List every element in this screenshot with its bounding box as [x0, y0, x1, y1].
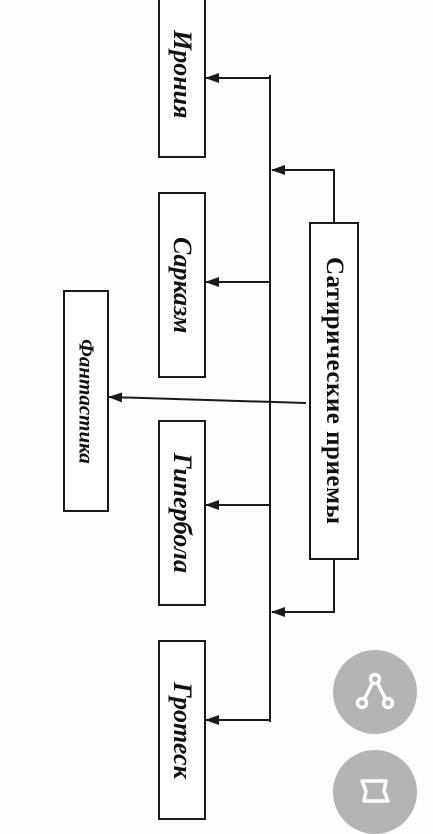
node-hyperbole: Гипербола: [158, 420, 206, 606]
expand-button[interactable]: [333, 750, 417, 834]
node-label: Гротеск: [168, 681, 197, 779]
share-icon: [355, 672, 395, 710]
node-sarcasm: Сарказм: [158, 192, 206, 378]
connector-layer: [108, 73, 335, 725]
diagram-canvas: Сатирические приемы Ирония Сарказм Гипер…: [63, 0, 417, 834]
node-label: Гипербола: [168, 453, 197, 573]
connector-root-bottom: [271, 560, 335, 617]
node-label: Сатирические приемы: [321, 257, 348, 525]
node-label: Фантастика: [74, 338, 99, 464]
arrow-to-fantasy: [108, 392, 307, 404]
node-label: Ирония: [168, 29, 197, 119]
share-button[interactable]: [333, 650, 417, 734]
node-satirical-devices: Сатирические приемы: [309, 222, 359, 560]
node-fantasy: Фантастика: [63, 290, 109, 512]
connector-root-top: [271, 165, 335, 222]
node-grotesque: Гротеск: [158, 640, 206, 820]
node-label: Сарказм: [168, 236, 197, 334]
expand-icon: [360, 779, 390, 803]
node-irony: Ирония: [158, 0, 206, 158]
